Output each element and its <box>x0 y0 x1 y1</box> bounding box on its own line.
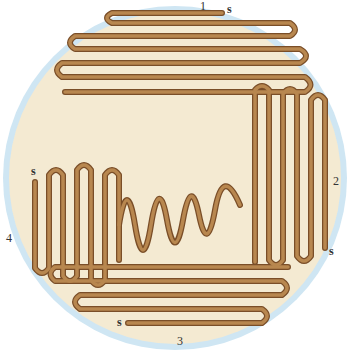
streak-outline <box>35 13 325 323</box>
region-number: 1 <box>200 0 206 12</box>
streak-fill <box>35 13 325 323</box>
start-mark: s <box>329 245 334 257</box>
region-number: 3 <box>177 335 183 347</box>
start-mark: s <box>227 3 232 15</box>
start-mark: s <box>117 316 122 328</box>
agar-surface <box>9 12 341 344</box>
start-mark: s <box>31 165 36 177</box>
region-number: 4 <box>6 232 12 244</box>
plate-rim <box>3 6 347 350</box>
region-number: 2 <box>333 175 339 187</box>
